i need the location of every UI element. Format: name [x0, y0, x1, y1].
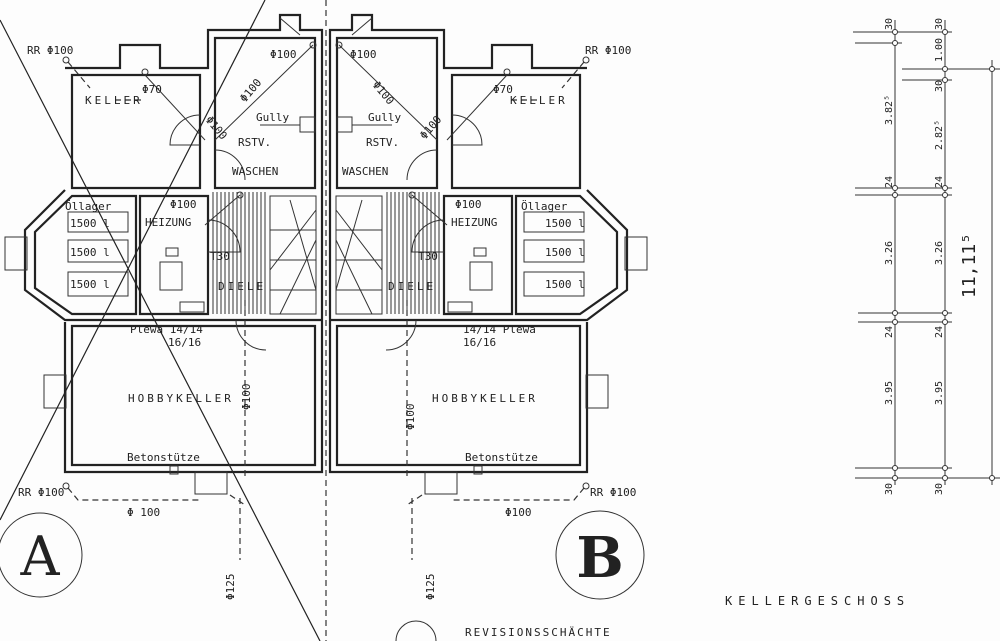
tank-a-3: 1500 l [70, 278, 110, 291]
oellager-b: Öllager [521, 200, 568, 213]
gully-a: Gully [256, 111, 289, 124]
unit-a-walls [3, 13, 324, 562]
pipe-125-b: Φ125 [424, 574, 437, 601]
pipe-100-bottom-a: Φ 100 [127, 506, 160, 519]
dim-left-1: 3.82⁵ [884, 95, 895, 125]
unit-b-badge [555, 510, 645, 600]
dim-right-4: 24 [934, 176, 945, 188]
tank-a-1: 1500 l [70, 217, 110, 230]
room-waschen-b: WASCHEN [342, 165, 388, 178]
pipe-100-vert-b: Φ100 [404, 404, 417, 431]
cross-out-line [0, 19, 321, 641]
room-diele-b: DIELE [388, 280, 436, 293]
dim-right-3: 2.82⁵ [934, 120, 945, 150]
room-heizung-a: HEIZUNG [145, 216, 191, 229]
dim-total: 11,11⁵ [959, 233, 980, 298]
tank-b-1: 1500 l [545, 217, 585, 230]
room-keller-a: KELLER [85, 94, 143, 107]
dim-left-2: 24 [884, 176, 895, 188]
revision-shaft-symbol [395, 620, 437, 641]
unit-b-walls [328, 13, 649, 562]
room-hobbykeller-a: HOBBYKELLER [128, 392, 234, 405]
dim-left-0: 30 [884, 18, 895, 30]
pipe-100-heiz-b: Φ100 [455, 198, 482, 211]
pipe-70-a: Φ70 [142, 83, 162, 96]
room-heizung-b: HEIZUNG [451, 216, 497, 229]
pipe-100-heiz-a: Φ100 [170, 198, 197, 211]
rr-top-b: RR Φ100 [585, 44, 631, 57]
floor-title: KELLERGESCHOSS [725, 594, 910, 608]
dim-right-0: 30 [934, 18, 945, 30]
dim-right-5: 3.26 [934, 241, 945, 265]
rr-bottom-b: RR Φ100 [590, 486, 636, 499]
cross-out-line [0, 0, 266, 521]
tank-b-2: 1500 l [545, 246, 585, 259]
t30-a: T30 [210, 250, 230, 263]
dim-right-8: 30 [934, 483, 945, 495]
dim-left-5: 3.95 [884, 381, 895, 405]
tank-b-3: 1500 l [545, 278, 585, 291]
dimension-chain [853, 20, 1000, 485]
revision-label: REVISIONSSCHÄCHTE [465, 626, 612, 639]
pipe-100-wash-b: Φ100 [370, 79, 397, 108]
room-diele-a: DIELE [218, 280, 266, 293]
plewa2-a: 16/16 [168, 336, 201, 349]
pipe-100-top-b: Φ100 [350, 48, 377, 61]
dim-left-4: 24 [884, 326, 895, 338]
dim-right-1: 1.00 [934, 38, 945, 62]
rstv-a: RSTV. [238, 136, 271, 149]
pipe-125-a: Φ125 [224, 574, 237, 601]
pipe-100-keller-a: Φ100 [203, 114, 230, 143]
plewa-b: 14/14 Plewa [463, 323, 536, 336]
pipe-100-top-a: Φ100 [270, 48, 297, 61]
dim-right-6: 24 [934, 326, 945, 338]
t30-b: T30 [418, 250, 438, 263]
rr-top-a: RR Φ100 [27, 44, 73, 57]
rstv-b: RSTV. [366, 136, 399, 149]
plewa2-b: 16/16 [463, 336, 496, 349]
betonstuetze-b: Betonstütze [465, 451, 538, 464]
pipe-100-keller-b: Φ100 [417, 113, 444, 142]
gully-b: Gully [368, 111, 401, 124]
tank-a-2: 1500 l [70, 246, 110, 259]
unit-a-badge [0, 512, 83, 598]
pipe-70-b: Φ70 [493, 83, 513, 96]
unit-a-letter: A [20, 525, 61, 588]
oellager-a: Öllager [65, 200, 112, 213]
dim-right-2: 30 [934, 80, 945, 92]
dim-left-6: 30 [884, 483, 895, 495]
plewa-a: Plewa 14/14 [130, 323, 203, 336]
unit-b-letter: B [576, 525, 623, 591]
dim-left-3: 3.26 [884, 241, 895, 265]
pipe-100-wash-a: Φ100 [237, 76, 264, 105]
pipe-100-vert-a: Φ100 [240, 384, 253, 411]
rr-bottom-a: RR Φ100 [18, 486, 64, 499]
betonstuetze-a: Betonstütze [127, 451, 200, 464]
room-keller-b: KELLER [510, 94, 568, 107]
pipe-100-bottom-b: Φ100 [505, 506, 532, 519]
room-waschen-a: WASCHEN [232, 165, 278, 178]
room-hobbykeller-b: HOBBYKELLER [432, 392, 538, 405]
dim-right-7: 3.95 [934, 381, 945, 405]
